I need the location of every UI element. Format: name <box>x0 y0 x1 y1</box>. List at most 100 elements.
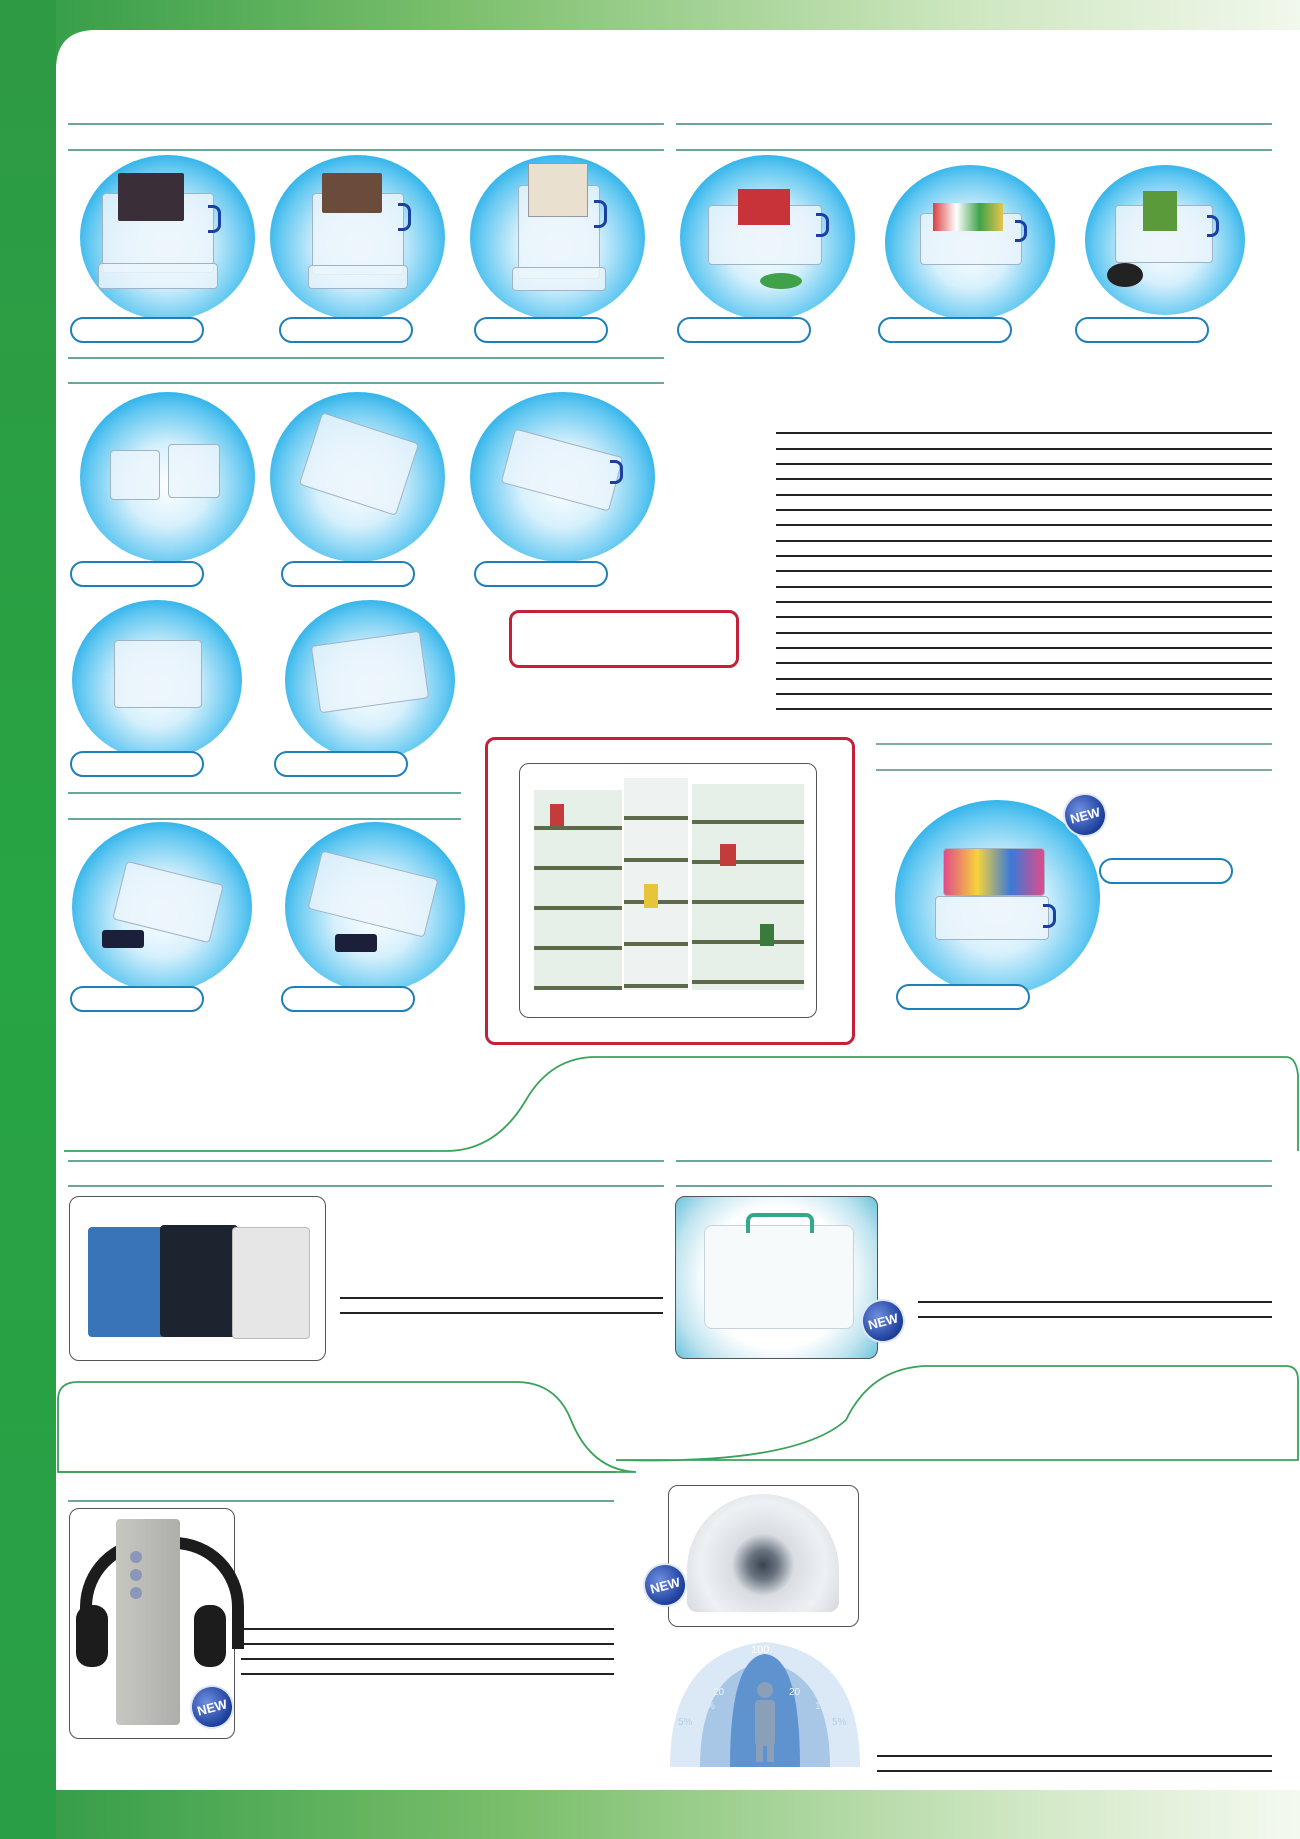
section-rule <box>676 123 1272 125</box>
text-line <box>877 1770 1272 1772</box>
section-rule <box>676 1185 1272 1187</box>
product-label-pill <box>896 984 1030 1010</box>
coverage-label: 5% <box>678 1717 693 1728</box>
cd-case-icon <box>114 640 202 708</box>
product-label-pill <box>1099 858 1233 884</box>
carry-case-icon <box>704 1225 854 1329</box>
product-label-pill <box>474 561 608 587</box>
vhs-tape-icon <box>102 930 144 948</box>
headphone-stand-icon <box>194 1605 226 1667</box>
product-label-pill <box>878 317 1012 343</box>
headphone-stand-icon <box>76 1605 108 1667</box>
handle-icon <box>1207 215 1219 237</box>
product-label-pill <box>474 317 608 343</box>
product-image-circle <box>285 822 465 992</box>
section-rule <box>68 123 664 125</box>
bottom-green-band <box>0 1790 1300 1839</box>
handle-icon <box>746 1213 814 1233</box>
text-line <box>776 540 1272 542</box>
record-sleeve-icon <box>528 163 588 217</box>
product-image-circle <box>470 155 645 320</box>
record-sleeve-icon <box>738 189 790 225</box>
handle-icon <box>1015 220 1027 242</box>
briefcase-icon <box>160 1225 238 1337</box>
product-image-circle <box>680 155 855 320</box>
lid-icon <box>98 263 218 289</box>
carry-case-photo <box>675 1196 878 1359</box>
lid-icon <box>512 267 606 291</box>
product-label-pill <box>281 561 415 587</box>
text-line <box>241 1673 614 1675</box>
shelving-photo <box>519 763 817 1018</box>
coverage-label: 100 <box>751 1644 770 1656</box>
text-line <box>776 632 1272 634</box>
product-image-circle <box>80 155 255 320</box>
text-line <box>241 1658 614 1660</box>
text-line <box>776 509 1272 511</box>
text-line <box>776 601 1272 603</box>
section-rule <box>68 818 461 820</box>
cd-case-icon <box>110 450 160 500</box>
text-line <box>776 586 1272 588</box>
record-sleeve-icon <box>1143 191 1177 231</box>
text-line <box>877 1755 1272 1757</box>
section-rule <box>68 1160 664 1162</box>
text-line <box>776 448 1272 450</box>
text-line <box>776 432 1272 434</box>
handle-icon <box>610 460 623 484</box>
product-label-pill <box>70 317 204 343</box>
cd-case-icon <box>168 444 220 498</box>
product-image-circle <box>470 392 655 562</box>
button-icon <box>130 1587 142 1599</box>
text-line <box>918 1316 1272 1318</box>
text-line <box>776 678 1272 680</box>
briefcase-icon <box>88 1227 166 1337</box>
product-image-circle <box>285 600 455 760</box>
section-rule <box>68 149 664 151</box>
cd-case-icon <box>500 428 624 512</box>
text-line <box>918 1301 1272 1303</box>
shelf-unit-icon <box>692 784 804 990</box>
record-sleeve-icon <box>760 924 774 946</box>
text-line <box>340 1297 663 1299</box>
product-image-circle <box>72 822 252 992</box>
section-header-panel <box>64 1056 1299 1152</box>
section-rule <box>68 357 664 359</box>
coverage-label: 10% <box>695 1701 716 1712</box>
text-line <box>776 616 1272 618</box>
coverage-label: 20 <box>789 1687 801 1698</box>
text-line <box>776 555 1272 557</box>
handle-icon <box>816 213 829 237</box>
section-rule <box>68 382 664 384</box>
header-white-tab <box>56 30 1300 126</box>
cd-case-icon <box>298 412 420 516</box>
cd-case-icon <box>310 630 430 714</box>
vhs-tape-icon <box>335 934 377 952</box>
product-image-circle <box>895 800 1100 995</box>
briefcase-icon <box>232 1227 310 1339</box>
featured-photo-frame <box>485 737 855 1045</box>
coverage-label: 20 <box>713 1687 725 1698</box>
section-rule <box>876 769 1272 771</box>
left-green-bar <box>0 0 56 1839</box>
record-sleeve-icon <box>1107 263 1143 287</box>
record-sleeve-icon <box>550 804 564 826</box>
text-line <box>340 1312 663 1314</box>
product-label-pill <box>677 317 811 343</box>
product-image-circle <box>270 155 445 320</box>
product-label-pill <box>281 986 415 1012</box>
product-label-pill <box>70 561 204 587</box>
dome-mirror-icon <box>687 1494 839 1612</box>
briefcase-photo <box>69 1196 326 1361</box>
text-line <box>776 647 1272 649</box>
text-line <box>241 1643 614 1645</box>
record-sleeve-icon <box>760 273 802 289</box>
button-icon <box>130 1551 142 1563</box>
section-rule <box>68 792 461 794</box>
section-rule <box>68 1500 614 1502</box>
record-sleeve-icon <box>322 173 382 213</box>
text-line <box>776 463 1272 465</box>
handle-icon <box>208 205 221 233</box>
product-label-pill <box>274 751 408 777</box>
section-rule <box>876 743 1272 745</box>
